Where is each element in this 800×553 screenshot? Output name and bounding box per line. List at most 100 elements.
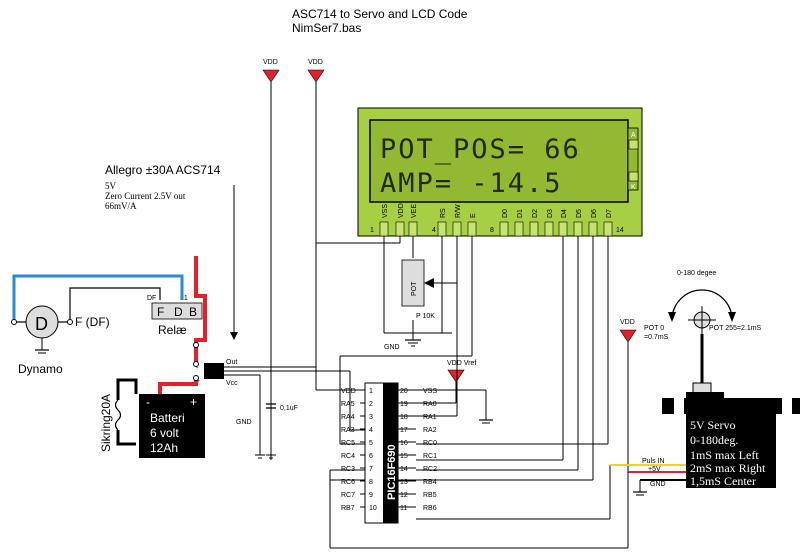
servo-pot255: POT 255=2.1mS	[709, 325, 762, 332]
pic-pin-label: VDD	[341, 388, 356, 395]
pic-pin-label: RC5	[341, 440, 355, 447]
svg-text:-: -	[196, 365, 199, 372]
pic-pin-label: RC3	[341, 466, 355, 473]
pic-pin-number: 6	[369, 453, 373, 460]
svg-text:-: -	[146, 395, 150, 409]
svg-text:=0.7mS: =0.7mS	[644, 334, 669, 341]
sensor-out-label: Out	[226, 359, 237, 366]
servo-wire-gnd: GND	[650, 481, 666, 488]
lcd-pin-number: 4	[432, 227, 436, 234]
servo-line-2: 0-180deg.	[690, 433, 738, 447]
lcd-pin-label: VEE	[411, 204, 418, 218]
lcd-pin-label: E	[470, 213, 477, 218]
lcd-pin	[467, 221, 477, 237]
pic-pin-number: 2	[369, 401, 373, 408]
pot-10k: POT P 10K	[401, 259, 457, 320]
svg-text:F: F	[157, 305, 164, 319]
pic-pin-label: RA1	[423, 414, 437, 421]
pic-pin-label: RB7	[341, 505, 355, 512]
pic-pin-label: RA2	[423, 427, 437, 434]
svg-text:66mV/A: 66mV/A	[105, 201, 137, 211]
vdd-symbol-2: VDD	[307, 59, 400, 391]
battery-line1: Batteri	[150, 411, 185, 425]
svg-text:VDD: VDD	[263, 59, 278, 66]
servo-line-4: 2mS max Right	[690, 461, 766, 475]
pic-pin-number: 14	[400, 466, 408, 473]
lcd-pin	[588, 221, 598, 237]
lcd-pin-label: D0	[502, 209, 509, 218]
lcd-pin-label: D2	[532, 209, 539, 218]
dynamo-label: Dynamo	[18, 362, 63, 376]
pic-pin-label: VSS	[423, 388, 437, 395]
battery-line3: 12Ah	[150, 441, 178, 455]
dynamo: D F (DF) Dynamo	[11, 274, 184, 376]
servo-line-1: 5V Servo	[690, 418, 735, 432]
vdd-vref: VDD Vref	[447, 360, 476, 383]
vdd-symbol-1: VDD	[262, 59, 280, 460]
lcd-pin-number: 8	[490, 227, 494, 234]
pic-name: PIC16F690	[386, 444, 398, 500]
title-line2: NimSer7.bas	[292, 21, 361, 35]
lcd-pin-label: D6	[591, 209, 598, 218]
svg-text:5V: 5V	[105, 181, 117, 191]
pic-pin-number: 1	[369, 388, 373, 395]
pic-pin-label: RC6	[341, 479, 355, 486]
lcd-pin	[499, 221, 509, 237]
lcd-pin-label: R/W	[455, 204, 462, 218]
servo-wire-puls: Puls IN	[642, 458, 665, 465]
cap-label: 0,1uF	[280, 405, 298, 412]
pic-pin-number: 17	[400, 427, 408, 434]
svg-text:VDD Vref: VDD Vref	[447, 360, 476, 367]
relay: DF 51 F D B Relæ	[147, 295, 203, 337]
pic-pin-number: 18	[400, 414, 408, 421]
lcd-gnd-label: GND	[384, 344, 400, 351]
pic-pin-number: 20	[400, 388, 408, 395]
pic-pin-label: RB6	[423, 505, 437, 512]
svg-text:B: B	[189, 305, 197, 319]
svg-text:DF: DF	[147, 295, 156, 302]
pic-pin-number: 16	[400, 440, 408, 447]
svg-text:VDD: VDD	[308, 59, 323, 66]
ra-gnd	[416, 283, 493, 424]
sensor-name: Allegro ±30A ACS714	[105, 163, 221, 177]
lcd-k-label: K	[631, 184, 636, 191]
dynamo-field-label: F (DF)	[75, 315, 110, 329]
lcd-pin-number: 1	[370, 227, 374, 234]
relay-label: Relæ	[158, 323, 187, 337]
lcd-pin-label: D4	[561, 209, 568, 218]
pic-pin-label: RB4	[423, 479, 437, 486]
battery: Sikring20A - + Batteri 6 volt 12Ah	[99, 378, 205, 458]
lcd-a-label: A	[631, 132, 636, 139]
pic-pin-number: 11	[400, 505, 407, 512]
battery-line2: 6 volt	[150, 426, 179, 440]
servo-range: 0-180 degee	[677, 270, 716, 277]
pic-pin-number: 10	[369, 505, 377, 512]
servo-line-3: 1mS max Left	[690, 448, 759, 462]
acs714-chip: Out Vcc 0,1uF GND - +	[196, 359, 365, 459]
pic-pin-label: RC4	[341, 453, 355, 460]
lcd-pin-label: VDD	[398, 203, 405, 218]
lcd-pin-number: 14	[616, 227, 624, 234]
servo-line-5: 1,5mS Center	[690, 474, 756, 488]
svg-text:51: 51	[180, 295, 188, 302]
pic-pin-label: RA5	[341, 401, 355, 408]
pic-pin-label: RA4	[341, 414, 355, 421]
sensor-gnd-label: GND	[236, 419, 252, 426]
lcd-pin	[558, 221, 568, 237]
pot-name: POT	[411, 281, 418, 296]
sensor-vcc-label: Vcc	[226, 380, 238, 387]
lcd-pin	[395, 221, 405, 237]
lcd-pin	[573, 221, 583, 237]
lcd-pin	[437, 221, 447, 237]
lcd-pin-label: D1	[517, 209, 524, 218]
lcd-pin	[379, 221, 389, 237]
lcd-pin	[408, 221, 418, 237]
lcd-pin	[452, 221, 462, 237]
pic-pin-number: 19	[400, 401, 408, 408]
pic-pin-number: 12	[400, 492, 408, 499]
lcd-pin	[514, 221, 524, 237]
svg-text:+: +	[196, 378, 200, 385]
pic-pin-label: RC0	[423, 440, 437, 447]
pic-pin-label: RA0	[423, 401, 437, 408]
